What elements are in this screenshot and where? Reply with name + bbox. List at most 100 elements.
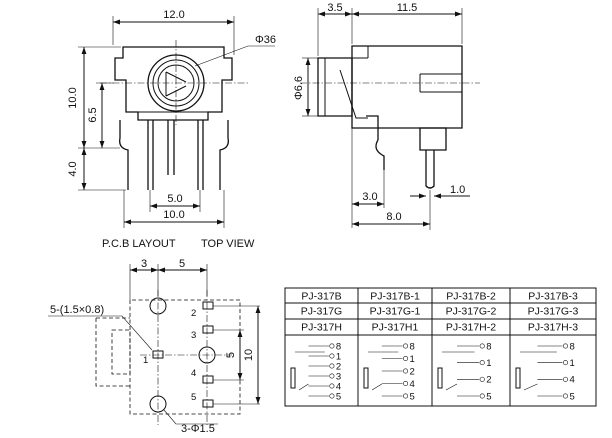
- dim-pin-length: 4.0: [67, 161, 79, 176]
- model-cell: PJ-317H1: [372, 322, 419, 334]
- side-spring-contact: [339, 69, 368, 119]
- terminal-dot: [562, 343, 568, 349]
- dim-diameter: Φ36: [255, 34, 276, 46]
- side-pin-bent: [375, 139, 385, 170]
- dim-col-b: 5: [179, 258, 185, 270]
- terminal-dot: [329, 363, 335, 369]
- terminal-dot: [562, 376, 568, 382]
- schematic-pin-label: 8: [336, 341, 341, 352]
- dim-width: 12.0: [163, 9, 184, 21]
- side-barrel: [317, 57, 353, 117]
- schematic-pin-label: 1: [336, 351, 341, 362]
- terminal-dot: [479, 393, 485, 399]
- pcb-pin-label: 5: [191, 392, 196, 403]
- pad-slot: [152, 350, 164, 359]
- schematic-pin-label: 5: [486, 391, 491, 402]
- dim-center-height: 6.5: [87, 107, 99, 122]
- model-cell: PJ-317B-2: [446, 291, 496, 303]
- terminal-dot: [479, 360, 485, 366]
- mount-hole: [149, 297, 167, 315]
- schematic-pin-label: 2: [410, 366, 415, 377]
- dim-height: 10.0: [67, 87, 79, 108]
- slot-note-leader: [48, 315, 153, 351]
- terminal-dot: [562, 393, 568, 399]
- schematic-pin-label: 8: [486, 341, 491, 352]
- schematic-pin-label: 4: [336, 381, 341, 392]
- plug-sleeve: [290, 367, 296, 389]
- caption-pcb-layout: P.C.B LAYOUT: [102, 238, 176, 250]
- side-view: 3.5 11.5 Φ6.6 3.0 1.0 8.0: [293, 2, 480, 230]
- pcb-outline-tab: [95, 317, 130, 387]
- model-cell: PJ-317B-1: [370, 291, 420, 303]
- terminal-dot: [403, 380, 409, 386]
- pcb-pin-label: 4: [191, 368, 196, 379]
- terminal-dot: [403, 343, 409, 349]
- schematic-pin-label: 1: [569, 358, 574, 369]
- pcb-outline-inner: [111, 329, 131, 375]
- switch-arm: [298, 383, 309, 391]
- schematic-pin-label: 8: [410, 341, 415, 352]
- schematic-pin-label: 5: [569, 391, 574, 402]
- dim-slot-note: 5-(1.5×0.8): [50, 304, 104, 316]
- terminal-dot: [329, 343, 335, 349]
- terminal-dot: [479, 376, 485, 382]
- model-cell: PJ-317G-2: [446, 306, 497, 318]
- schematic-pin-label: 2: [336, 361, 341, 372]
- dim-hole-note: 3-Φ1.5: [181, 423, 215, 435]
- switch-arm: [445, 383, 458, 391]
- front-body-outline: [114, 46, 233, 121]
- dim-front-length: 3.5: [327, 2, 342, 14]
- terminal-dot: [329, 383, 335, 389]
- front-pin-left: [119, 120, 129, 190]
- front-pin-right: [219, 120, 229, 190]
- pcb-pin-label: 3: [191, 330, 196, 341]
- model-cell: PJ-317G-3: [528, 306, 579, 318]
- schematic-pin-label: 2: [486, 375, 491, 386]
- pcb-pin-label: 1: [143, 355, 148, 366]
- terminal-dot: [329, 353, 335, 359]
- switch-arm: [371, 383, 382, 391]
- pad-slot: [202, 399, 214, 408]
- diameter-leader: [194, 45, 275, 67]
- dim-pin-width: 1.0: [450, 184, 465, 196]
- terminal-dot: [329, 393, 335, 399]
- plug-sleeve: [515, 367, 521, 389]
- schematic-pin-label: 5: [336, 391, 341, 402]
- dim-outer-pitch: 10.0: [163, 209, 184, 221]
- hole-note-leader: [163, 409, 218, 425]
- model-cell: PJ-317B-3: [528, 291, 578, 303]
- model-cell: PJ-317G-1: [370, 306, 421, 318]
- schematic-pin-label: 5: [410, 391, 415, 402]
- plug-sleeve: [363, 367, 369, 389]
- terminal-dot: [403, 368, 409, 374]
- terminal-dot: [329, 373, 335, 379]
- terminal-dot: [403, 355, 409, 361]
- caption-top-view: TOP VIEW: [201, 238, 255, 250]
- pcb-layout: 3 5 2 3 1 4 5 5-(1.5×0.8): [48, 258, 261, 435]
- schematic-pin-label: 1: [486, 358, 491, 369]
- pcb-pin-label: 2: [191, 308, 196, 319]
- terminal-dot: [479, 343, 485, 349]
- side-tab: [366, 115, 379, 140]
- pcb-outline: [129, 299, 241, 415]
- schematic-pin-label: 4: [410, 379, 415, 390]
- model-cell: PJ-317G: [301, 306, 342, 318]
- model-cell: PJ-317B: [301, 291, 341, 303]
- model-cell: PJ-317H: [301, 322, 342, 334]
- mount-hole: [149, 395, 167, 413]
- schematic-pin-label: 3: [336, 371, 341, 382]
- dim-pitch: 5: [225, 352, 237, 358]
- dim-barrel-diameter: Φ6.6: [293, 76, 305, 100]
- model-cell: PJ-317H-3: [528, 322, 578, 334]
- side-pin-block: [419, 127, 447, 151]
- pad-slot: [202, 301, 214, 310]
- switch-arm: [523, 383, 538, 391]
- schematic-pin-label: 4: [569, 375, 574, 386]
- dim-total: 10: [243, 349, 255, 361]
- pad-slot: [202, 325, 214, 334]
- plug-sleeve: [437, 367, 443, 389]
- model-cell: PJ-317H-2: [446, 322, 496, 334]
- dim-depth: 8.0: [386, 211, 401, 223]
